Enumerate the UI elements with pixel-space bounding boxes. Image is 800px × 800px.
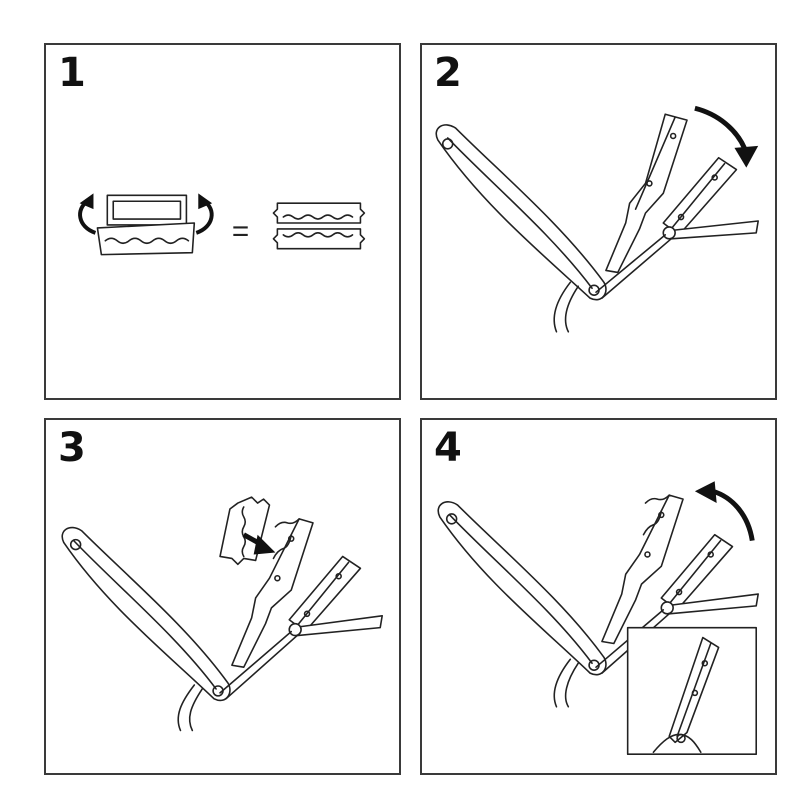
step-4-panel: 4 — [420, 418, 777, 775]
straight-arrow-icon — [242, 532, 276, 555]
pivot-screw — [288, 622, 302, 637]
detail-inset — [626, 626, 758, 756]
step-number: 3 — [58, 425, 86, 471]
loose-half-blade — [219, 496, 271, 566]
step-number: 4 — [434, 425, 462, 471]
blade-holder-upper — [601, 494, 684, 645]
pivot-screw — [662, 226, 676, 240]
step-4-illustration — [437, 481, 759, 756]
curved-arrow-icon — [694, 481, 755, 542]
half-blade-top — [272, 202, 366, 224]
step-1-illustration: = — [78, 193, 366, 256]
step-3-panel: 3 — [44, 418, 401, 775]
step-3-illustration — [61, 496, 383, 732]
step-2-panel: 2 — [420, 43, 777, 400]
blade-holder-lower — [662, 156, 738, 236]
step-number: 2 — [434, 50, 462, 96]
razor-tang — [553, 658, 580, 708]
razor-handle — [435, 124, 607, 301]
pivot-screw — [660, 601, 674, 615]
razor-handle — [437, 501, 607, 676]
razor-handle — [61, 526, 231, 702]
step-2-illustration — [435, 105, 759, 333]
blade-holder-upper — [605, 113, 688, 274]
step-number: 1 — [58, 50, 86, 96]
razor-tang — [177, 684, 204, 732]
rotate-left-arrow-icon — [78, 193, 97, 235]
razor-tang — [553, 281, 580, 333]
blade-holder-upper — [231, 518, 314, 668]
half-blade-bottom — [272, 228, 366, 250]
blade-folding — [96, 194, 196, 256]
curved-arrow-icon — [694, 105, 759, 168]
rotate-right-arrow-icon — [195, 193, 214, 235]
equals-sign: = — [232, 215, 249, 248]
step-1-panel: 1 = — [44, 43, 401, 400]
